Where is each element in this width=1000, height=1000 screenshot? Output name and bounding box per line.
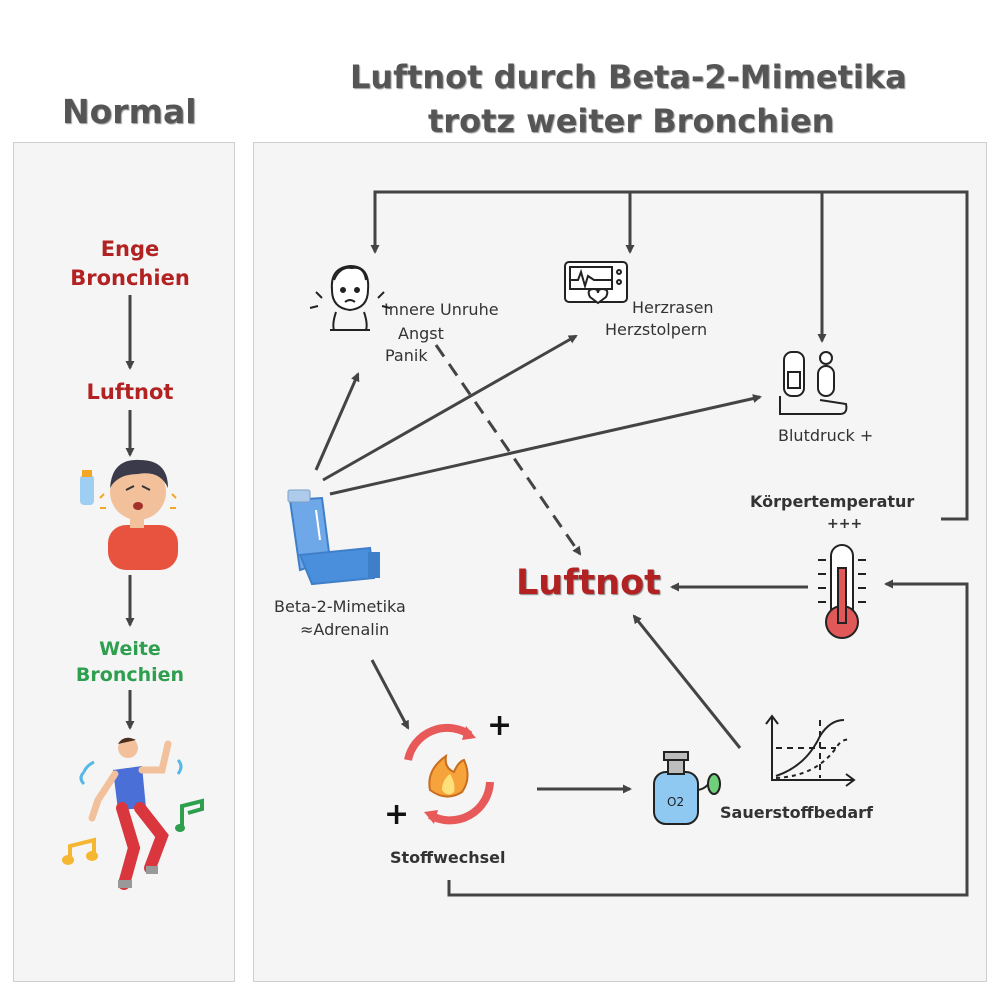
label-herzrasen: Herzrasen bbox=[632, 298, 714, 317]
label-herzstolpern: Herzstolpern bbox=[605, 320, 708, 339]
label-beta-2-mimetika: Beta-2-Mimetika bbox=[274, 597, 406, 616]
plus-sign-top: + bbox=[487, 708, 513, 743]
dancing-person-icon bbox=[62, 737, 204, 890]
oxygen-tank-icon bbox=[653, 751, 721, 825]
mimetika-arrows bbox=[314, 334, 762, 730]
inhaler-icon bbox=[287, 489, 380, 586]
label-koerpertemperatur: Körpertemperatur bbox=[750, 492, 915, 511]
distressed-person-icon bbox=[80, 459, 178, 570]
label-luftnot-center: Luftnot bbox=[516, 563, 661, 603]
label-adrenalin: ≈Adrenalin bbox=[300, 620, 390, 639]
oxygen-demand-chart-icon bbox=[765, 714, 856, 787]
label-temp-plus: +++ bbox=[827, 516, 863, 532]
label-stoffwechsel: Stoffwechsel bbox=[390, 848, 506, 867]
thermometer-icon bbox=[818, 544, 866, 639]
feedback-loop-top bbox=[370, 190, 969, 521]
label-sauerstoffbedarf: Sauerstoffbedarf bbox=[720, 803, 873, 822]
step-enge-bronchien: Enge Bronchien bbox=[70, 237, 190, 290]
dashed-arrow-angst-luftnot bbox=[434, 344, 582, 556]
step-luftnot: Luftnot bbox=[86, 380, 174, 404]
feedback-loop-bottom bbox=[447, 579, 969, 897]
right-panel-title-line1: Luftnot durch Beta-2-Mimetika bbox=[350, 58, 907, 96]
label-angst: Angst bbox=[398, 324, 444, 343]
label-panik: Panik bbox=[385, 346, 428, 365]
right-panel-title-line2: trotz weiter Bronchien bbox=[428, 102, 835, 140]
o2-label: O2 bbox=[667, 795, 684, 809]
other-arrows bbox=[537, 582, 808, 794]
step-weite-bronchien: Weite Bronchien bbox=[75, 638, 185, 686]
heart-monitor-icon bbox=[564, 261, 628, 305]
label-innere-unruhe: Innere Unruhe bbox=[384, 300, 499, 319]
metabolism-cycle-icon bbox=[404, 723, 494, 825]
plus-sign-bottom: + bbox=[384, 797, 410, 832]
left-panel-title: Normal bbox=[62, 92, 197, 131]
label-blutdruck: Blutdruck + bbox=[778, 426, 874, 445]
anxious-face-icon bbox=[309, 264, 391, 331]
blood-pressure-icon bbox=[779, 351, 848, 415]
